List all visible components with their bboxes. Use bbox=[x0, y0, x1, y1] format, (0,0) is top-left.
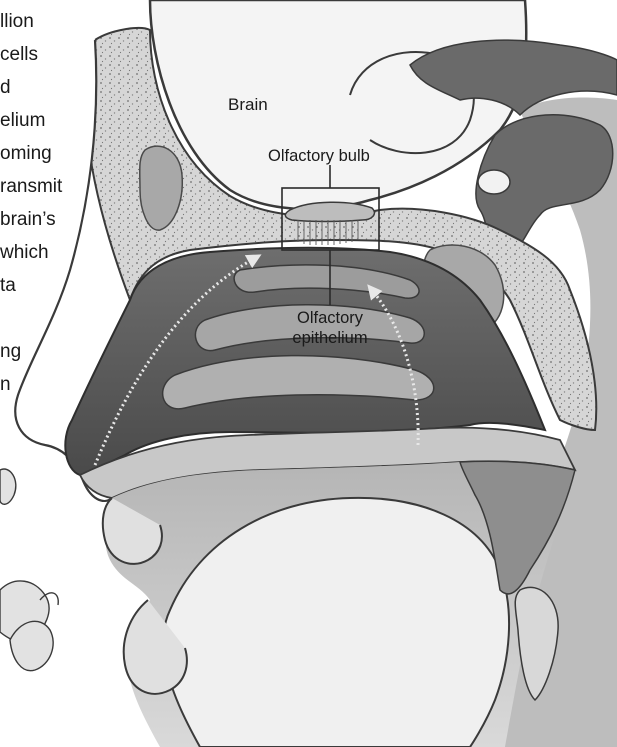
text-fragment-4: elium bbox=[0, 111, 45, 130]
sphenoid-sinus-small bbox=[478, 170, 510, 194]
text-fragment-7: brain’s bbox=[0, 210, 56, 229]
text-fragment-6: ransmit bbox=[0, 177, 62, 196]
text-fragment-2: cells bbox=[0, 45, 38, 64]
olfactory-epithelium-label-line1: Olfactory bbox=[270, 310, 390, 327]
text-fragment-11: n bbox=[0, 375, 11, 394]
text-fragment-9: ta bbox=[0, 276, 16, 295]
text-fragment-10: ng bbox=[0, 342, 21, 361]
text-fragment-5: oming bbox=[0, 144, 52, 163]
olfactory-epithelium-label-line2: epithelium bbox=[270, 330, 390, 347]
olfactory-bulb-label: Olfactory bulb bbox=[268, 148, 370, 165]
text-fragment-3: d bbox=[0, 78, 11, 97]
brain-label: Brain bbox=[228, 96, 268, 113]
text-fragment-8: which bbox=[0, 243, 49, 262]
text-fragment-1: llion bbox=[0, 12, 34, 31]
